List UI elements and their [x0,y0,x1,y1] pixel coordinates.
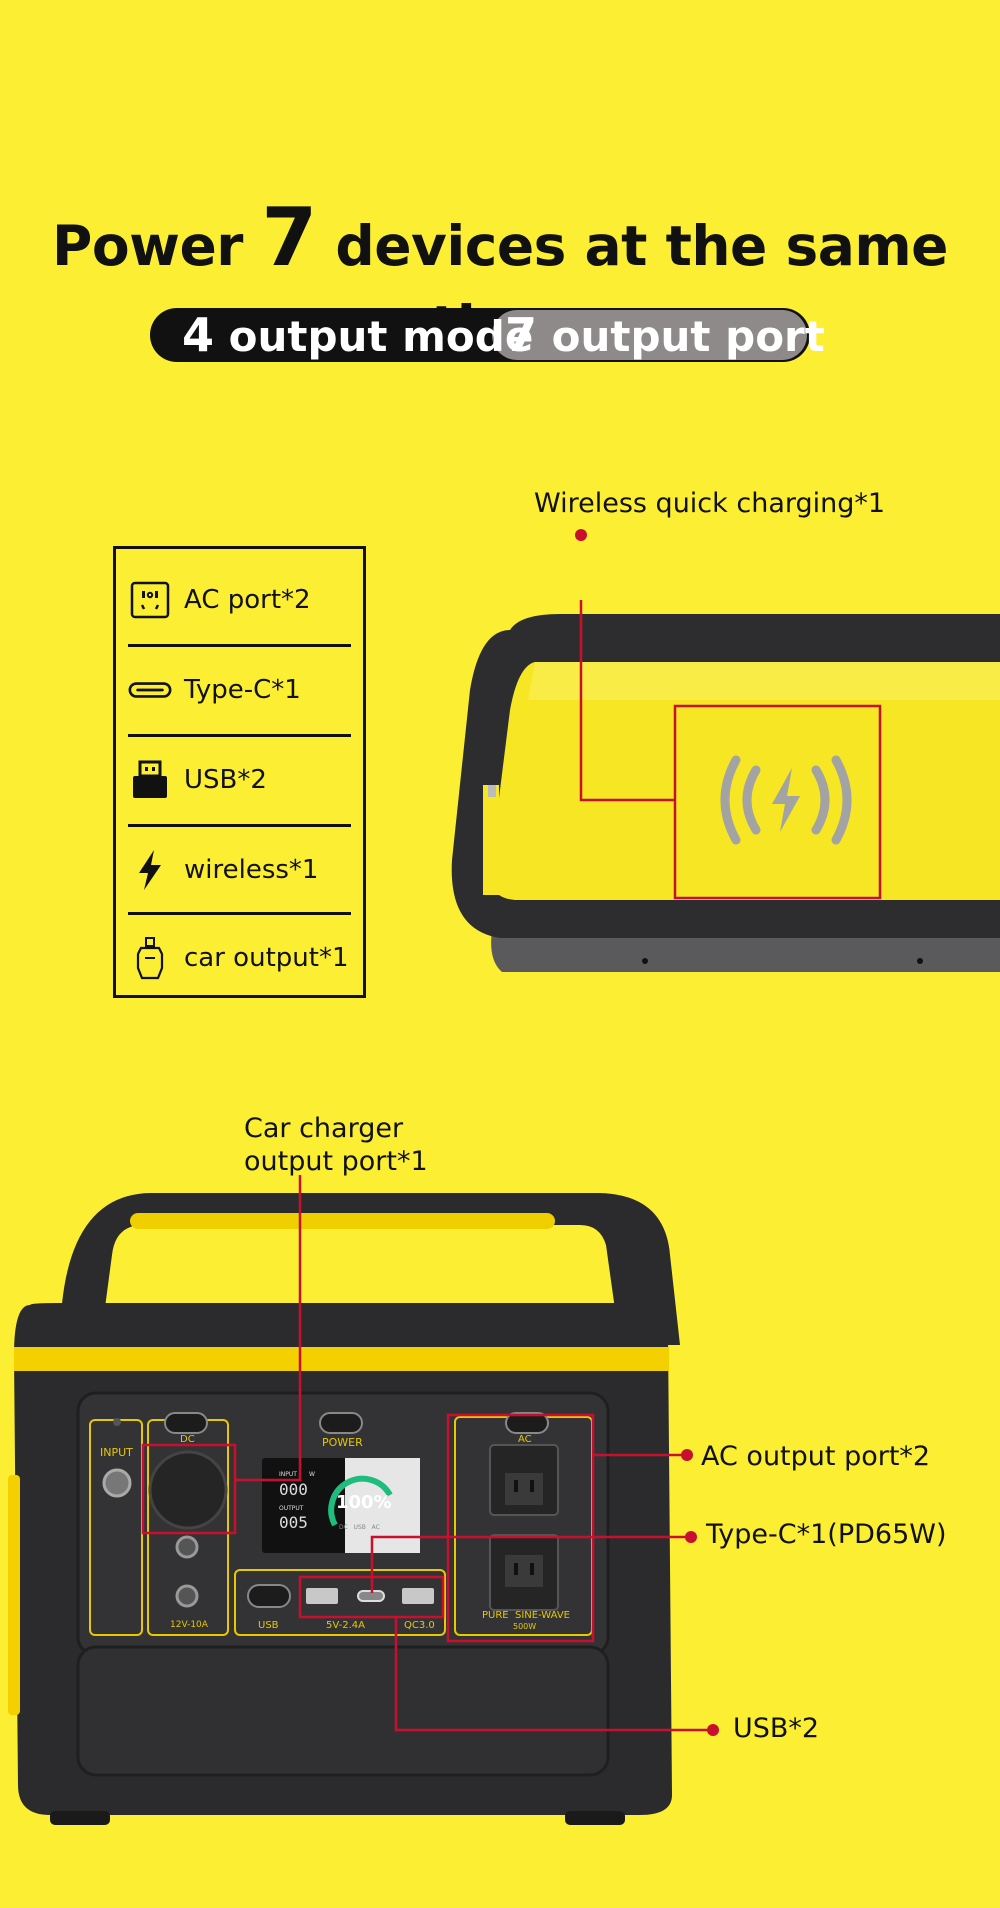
headline-pre: Power [52,214,262,278]
lightning-icon [128,848,172,892]
ac-callout-label: AC output port*2 [701,1441,931,1472]
usb-power-button[interactable] [247,1584,291,1608]
usb-callout-label: USB*2 [733,1713,820,1744]
legend-item-usb: USB*2 [128,736,351,823]
wireless-callout-label: Wireless quick charging*1 [534,488,886,519]
watt-label: 500W [513,1622,537,1631]
usb-label: USB [258,1620,279,1631]
pill-left-label: output mode [214,312,534,361]
pill-right-number: 7 [505,308,538,362]
legend-label-car: car output*1 [184,942,349,973]
car-callout-line1: Car charger [244,1113,404,1144]
usb-port-1 [306,1588,338,1604]
car-charger-port [148,1450,228,1530]
legend-item-car: car output*1 [128,914,351,1001]
lower-panel [76,1645,610,1777]
power-button[interactable] [319,1412,363,1434]
qc-label: QC3.0 [404,1620,435,1631]
car-callout-line2: output port*1 [244,1146,428,1177]
pill-left-number: 4 [182,308,215,362]
wireless-pad-illustration [451,600,1000,972]
typec-callout-label: Type-C*1(PD65W) [706,1519,947,1550]
legend-divider [128,734,351,737]
legend-label-ac: AC port*2 [184,584,311,615]
legend-item-typec: Type-C*1 [128,646,351,733]
legend-divider [128,912,351,915]
display-output-label: OUTPUT [279,1505,304,1512]
wireless-charging-icon [720,755,852,845]
headline: Power 7 devices at the same time [0,198,1000,366]
handle-grip [130,1213,555,1229]
side-panel [483,785,499,895]
ac-outlet-icon [128,578,172,622]
wireless-highlight-box [673,704,882,900]
legend-item-ac: AC port*2 [128,556,351,643]
ac-label: AC [518,1434,532,1445]
power-station-illustration [8,1175,719,1825]
car-port-highlight [141,1443,237,1535]
headline-number: 7 [261,191,318,284]
pill-right-label: output port [537,312,825,361]
port-legend: AC port*2 Type-C*1 USB*2 wireless*1 car … [113,546,366,998]
pill-right-text: 7 output port [505,306,825,366]
display-modes: DC USB AC [339,1524,380,1531]
sine-label: PURE SINE-WAVE [482,1610,570,1621]
dc-rating: 12V-10A [170,1620,208,1630]
legend-divider [128,644,351,647]
display-output-value: 005 [279,1513,308,1532]
display-input-label: INPUT [279,1471,297,1478]
legend-label-typec: Type-C*1 [184,674,301,705]
port-pill [492,310,807,360]
type-c-icon [128,668,172,712]
usb-icon [128,758,172,802]
legend-item-wireless: wireless*1 [128,826,351,913]
legend-label-usb: USB*2 [184,764,267,795]
legend-label-wireless: wireless*1 [184,854,319,885]
car-charger-icon [128,936,172,980]
wireless-callout-dot [575,529,587,541]
display-input-value: 000 [279,1480,308,1499]
wireless-surface [489,662,1000,900]
dc-label: DC [180,1434,195,1445]
yellow-stripe [14,1347,669,1371]
usb-port-2 [402,1588,434,1604]
legend-divider [128,824,351,827]
display-percent: 100% [336,1492,392,1513]
ac-highlight [446,1413,595,1643]
pill-left-text: 4 output mode [182,306,533,366]
usb-rating: 5V-2.4A [326,1620,365,1631]
power-label: POWER [322,1436,363,1449]
display-w-label: W [309,1471,315,1478]
input-label: INPUT [100,1446,133,1459]
